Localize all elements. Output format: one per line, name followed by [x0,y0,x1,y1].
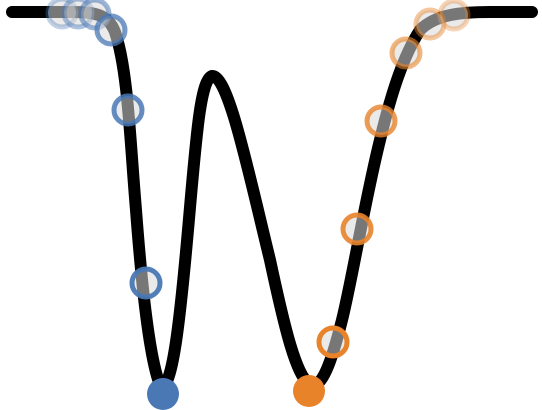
blue-optimizer-trail [45,0,163,300]
orange-trail-marker-2 [413,7,447,41]
orange-minimum-dot [293,375,325,407]
orange-trail-marker-3 [389,36,423,70]
orange-trail-marker-4 [364,104,398,138]
blue-minimum-dot [147,378,179,410]
blue-trail-marker-6 [129,266,163,300]
w-curve [6,6,538,392]
orange-trail-marker-5 [340,212,374,246]
orange-trail-marker-6 [316,325,350,359]
blue-trail-marker-4 [94,13,128,47]
orange-optimizer-trail [316,0,471,359]
blue-trail-marker-5 [111,93,145,127]
